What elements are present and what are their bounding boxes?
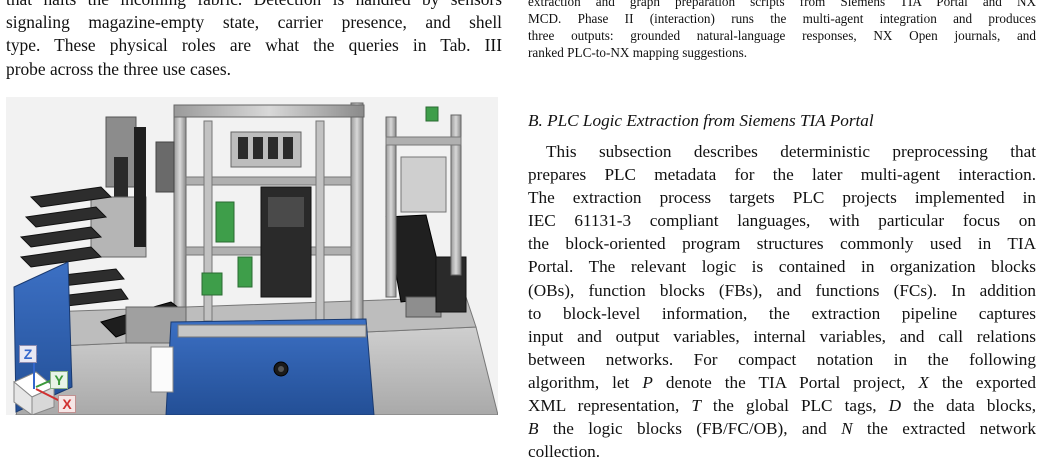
text-fragment: the global PLC tags, <box>700 396 889 416</box>
axis-label-x: X <box>58 395 76 413</box>
math-var: T <box>691 396 701 416</box>
text-line: collection. <box>528 442 601 462</box>
section-body: This subsection describes deterministic … <box>528 140 1036 463</box>
left-paragraph: that halts the incoming fabric. Detectio… <box>6 0 502 81</box>
text-fragment: the data blocks, <box>901 396 1036 416</box>
text-line: The extraction process targets PLC proje… <box>528 188 1036 208</box>
text-line: input and output variables, internal var… <box>528 326 1036 346</box>
machine-cad-figure: Z Y X <box>6 97 498 415</box>
text-line: to block-level information, the extracti… <box>528 303 1036 323</box>
text-line: Portal. The relevant logic is contained … <box>528 257 1036 277</box>
caption-line: extraction and graph preparation scripts… <box>528 0 1036 9</box>
text-line: This subsection describes deterministic … <box>546 142 1036 161</box>
text-line: probe across the three use cases. <box>6 58 232 79</box>
math-var: N <box>841 419 853 439</box>
caption-line: MCD. Phase II (interaction) runs the mul… <box>528 11 1036 26</box>
math-var: P <box>642 372 653 392</box>
machine-cad-render <box>6 97 498 415</box>
text-line: that halts the incoming fabric. Detectio… <box>6 0 502 11</box>
text-fragment: the logic blocks (FB/FC/OB), and <box>538 419 842 439</box>
text-line: between networks. For compact notation i… <box>528 349 1036 369</box>
text-line: type. These physical roles are what the … <box>6 35 502 56</box>
text-line: prepares PLC metadata for the later mult… <box>528 165 1036 185</box>
axis-label-y: Y <box>50 371 68 389</box>
text-fragment: denote the TIA Portal project, <box>652 372 919 392</box>
text-line-math: XML representation, T the global PLC tag… <box>528 394 1036 417</box>
text-fragment: the extracted network <box>852 419 1036 439</box>
math-var: X <box>918 372 929 392</box>
text-fragment: XML representation, <box>528 396 692 416</box>
section-heading: B. PLC Logic Extraction from Siemens TIA… <box>528 111 874 130</box>
text-line: IEC 61131-3 compliant languages, with pa… <box>528 211 1036 231</box>
text-line: signaling magazine-empty state, carrier … <box>6 12 502 33</box>
caption-line: ranked PLC-to-NX mapping suggestions. <box>528 45 748 60</box>
text-line-math: B the logic blocks (FB/FC/OB), and N the… <box>528 417 1036 440</box>
text-line-math: algorithm, let P denote the TIA Portal p… <box>528 371 1036 394</box>
text-fragment: algorithm, let <box>528 372 643 392</box>
axis-label-z: Z <box>19 345 37 363</box>
text-fragment: the exported <box>928 372 1036 392</box>
figure-caption: extraction and graph preparation scripts… <box>528 0 1036 61</box>
math-var: B <box>528 419 539 439</box>
text-line: the block-oriented program structures co… <box>528 234 1036 254</box>
math-var: D <box>888 396 902 416</box>
text-line: (OBs), function blocks (FBs), and functi… <box>528 280 1036 300</box>
caption-line: three outputs: grounded natural-language… <box>528 28 1036 43</box>
